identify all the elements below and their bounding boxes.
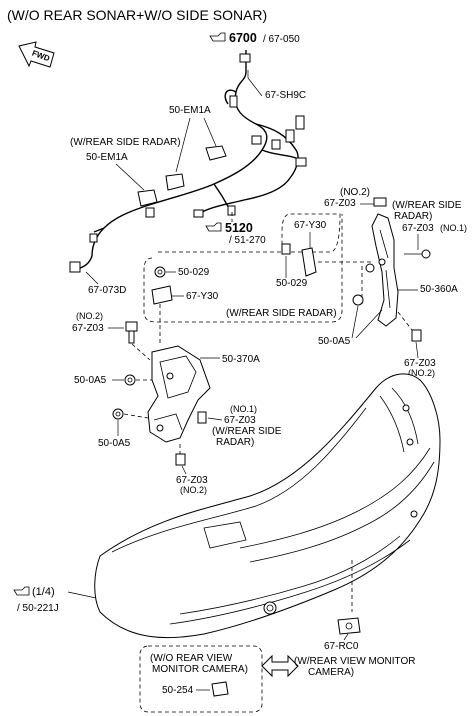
wiring-harness [69, 50, 307, 273]
label-no2-c: (NO.2) [76, 311, 103, 321]
label-50-029-b: 50-029 [276, 278, 308, 289]
ref-1-4-sub: / 50-221J [17, 603, 59, 614]
nut-50-029-a [154, 266, 166, 278]
pointer-hand-icon [209, 32, 226, 42]
camera-condition-box [139, 645, 263, 713]
label-67-rc0: 67-RC0 [324, 641, 359, 652]
clip-67-z03-c [125, 321, 138, 332]
camera-67-rc0 [337, 617, 361, 635]
label-67-z03-a: 67-Z03 [324, 198, 356, 209]
ref-1-4[interactable]: (1/4) / 50-221J [13, 586, 59, 614]
label-50-0a5-right: 50-0A5 [318, 336, 351, 347]
nut-50-0a5-a [124, 374, 136, 386]
label-67-z03-b: 67-Z03 [402, 223, 434, 234]
label-50-em1a-left: 50-EM1A [86, 152, 128, 163]
label-50-0a5-a: 50-0A5 [74, 375, 107, 386]
ref-1-4-main: (1/4) [32, 586, 55, 598]
pad-50-em1a-3 [137, 189, 158, 207]
label-50-254: 50-254 [162, 685, 194, 696]
sensor-67-y30-a [301, 247, 317, 277]
label-w-cam-2: CAMERA) [308, 667, 354, 678]
bolt-67-z03-b [404, 249, 431, 259]
label-wo-cam-1: (W/O REAR VIEW [150, 653, 233, 664]
label-no2-f: (NO.2) [408, 368, 435, 378]
label-wrsr-a1: (W/REAR SIDE [392, 200, 462, 211]
nut-50-0a5-right-2 [365, 263, 375, 273]
label-50-360a: 50-360A [420, 284, 458, 295]
double-arrow-icon [261, 654, 299, 678]
rear-bumper [94, 373, 441, 639]
clip-67-z03-d [175, 453, 186, 466]
pad-50-em1a-2 [165, 173, 185, 191]
ref-5120-main: 5120 [225, 221, 253, 235]
diagram-title: (W/O REAR SONAR+W/O SIDE SONAR) [7, 7, 267, 23]
pointer-hand-icon-2 [205, 222, 222, 232]
nut-50-0a5-right-1 [352, 294, 364, 306]
label-wrsr-a2: RADAR) [394, 211, 432, 222]
ref-6700-main: 6700 [229, 31, 257, 45]
sensor-67-y30-b [151, 285, 173, 305]
ref-6700[interactable]: 6700 / 67-050 [209, 31, 300, 45]
label-no2-d: (NO.2) [180, 485, 207, 495]
label-67-z03-f: 67-Z03 [404, 358, 436, 369]
label-50-em1a-top: 50-EM1A [169, 105, 211, 116]
nut-50-0a5-b [112, 408, 124, 420]
label-w-cam-1: (W/REAR VIEW MONITOR [294, 656, 415, 667]
label-67-sh9c: 67-SH9C [265, 90, 306, 101]
label-67-z03-e: 67-Z03 [224, 415, 256, 426]
clip-67-z03-e [197, 411, 207, 424]
label-wrsr-e1: (W/REAR SIDE [212, 426, 282, 437]
fwd-arrow-icon: FWD [18, 41, 55, 68]
bracket-50-370a [147, 345, 211, 443]
label-50-029-a: 50-029 [178, 267, 210, 278]
pad-50-em1a-1 [205, 145, 227, 161]
label-wrsr-e2: RADAR) [216, 437, 254, 448]
label-no2-a: (NO.2) [340, 187, 370, 198]
pointer-hand-icon-3 [13, 586, 30, 596]
label-radar-cond-1: (W/REAR SIDE RADAR) [70, 137, 181, 148]
label-67-z03-c: 67-Z03 [72, 323, 104, 334]
clip-67-z03-f [411, 329, 422, 342]
label-67-y30-b: 67-Y30 [186, 291, 219, 302]
label-wo-cam-2: MONITOR CAMERA) [152, 664, 248, 675]
clip-50-029-b [281, 243, 291, 255]
ref-5120[interactable]: 5120 / 51-270 [205, 221, 266, 246]
label-67-y30-a: 67-Y30 [294, 220, 327, 231]
bracket-50-360a [371, 213, 399, 327]
label-no1-b: (NO.1) [440, 223, 467, 233]
radar-group-frame [143, 213, 343, 323]
ref-5120-sub: / 51-270 [229, 235, 266, 246]
label-no1-e: (NO.1) [230, 404, 257, 414]
label-radar-cond-2: (W/REAR SIDE RADAR) [226, 308, 337, 319]
label-67-073d: 67-073D [88, 285, 126, 296]
clip-67-z03-a [373, 197, 387, 207]
label-50-0a5-b: 50-0A5 [98, 438, 131, 449]
cover-50-254 [211, 681, 229, 697]
label-50-370a: 50-370A [222, 354, 260, 365]
label-67-z03-d: 67-Z03 [176, 475, 208, 486]
ref-6700-sub: / 67-050 [263, 34, 300, 45]
